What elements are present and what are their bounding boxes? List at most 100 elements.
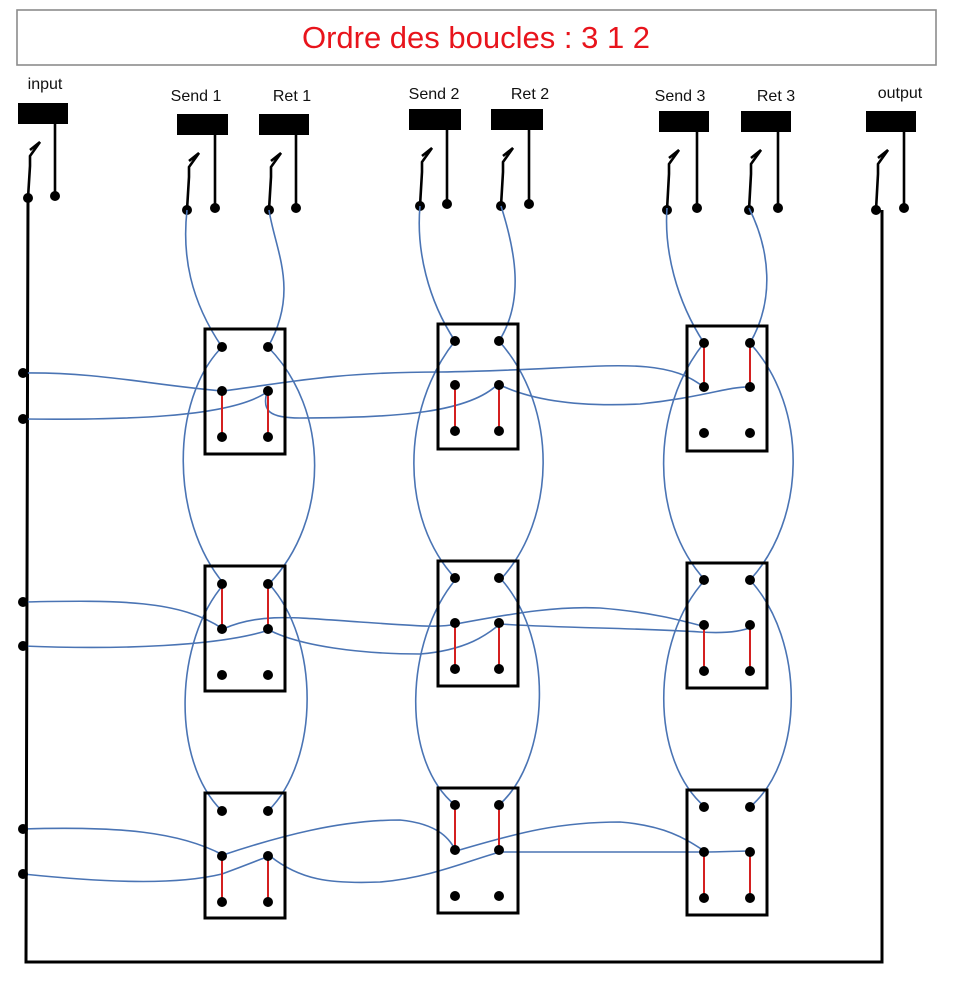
switch-r2-c1-terminal-2r bbox=[263, 624, 273, 634]
label-ret-1: Ret 1 bbox=[273, 88, 311, 105]
input-jack-tip-lead bbox=[26, 140, 42, 199]
ret-2-jack-tip-lead bbox=[499, 146, 515, 207]
output-jack-body bbox=[866, 111, 916, 132]
wire-ret3 bbox=[748, 207, 768, 344]
switch-r1-c2-terminal-2r bbox=[494, 380, 504, 390]
switch-r3-c1 bbox=[203, 791, 287, 920]
send-1-jack-sleeve-terminal bbox=[210, 203, 220, 213]
switch-r1-c1-terminal-3r bbox=[263, 432, 273, 442]
label-ret-3: Ret 3 bbox=[757, 88, 795, 105]
switch-r3-c1-terminal-1r bbox=[263, 806, 273, 816]
switch-r2-c2-terminal-2r bbox=[494, 618, 504, 628]
switch-r2-c1-box bbox=[203, 564, 287, 693]
switch-r1-c2-box bbox=[436, 322, 520, 451]
ret-3-jack-sleeve-terminal bbox=[773, 203, 783, 213]
wire-in-r1-a bbox=[22, 364, 706, 392]
output-jack-sleeve-terminal bbox=[899, 203, 909, 213]
switch-r2-c3-terminal-2l bbox=[699, 620, 709, 630]
label-send-1: Send 1 bbox=[171, 88, 222, 105]
switch-r1-c3-terminal-1r bbox=[745, 338, 755, 348]
wire-c3-r2r3-a bbox=[663, 579, 706, 808]
title-banner: Ordre des boucles : 3 1 2 bbox=[16, 9, 937, 66]
switch-r2-c1-terminal-3l bbox=[217, 670, 227, 680]
switch-r1-c1-box bbox=[203, 327, 287, 456]
switch-r2-c3-terminal-3r bbox=[745, 666, 755, 676]
switch-r1-c3 bbox=[685, 324, 769, 453]
switch-r3-c3-terminal-3r bbox=[745, 893, 755, 903]
switch-r1-c1-terminal-2l bbox=[217, 386, 227, 396]
switch-r1-c2-terminal-3r bbox=[494, 426, 504, 436]
bus-junction-4 bbox=[18, 641, 28, 651]
bus-junction-6 bbox=[18, 869, 28, 879]
switch-r2-c1-terminal-1r bbox=[263, 579, 273, 589]
send-3-jack-sleeve-terminal bbox=[692, 203, 702, 213]
ret-3-jack-tip-lead bbox=[747, 148, 763, 211]
switch-r2-c3-box bbox=[685, 561, 769, 690]
switch-r1-c2-terminal-2l bbox=[450, 380, 460, 390]
wire-send2 bbox=[418, 205, 456, 342]
switch-r2-c2-terminal-3r bbox=[494, 664, 504, 674]
output-jack bbox=[866, 111, 916, 215]
label-ret-2: Ret 2 bbox=[511, 86, 549, 103]
ret-2-jack-sleeve-terminal bbox=[524, 199, 534, 209]
ret-2-jack bbox=[491, 109, 543, 211]
switch-r1-c1-terminal-2r bbox=[263, 386, 273, 396]
switch-r2-c2-terminal-3l bbox=[450, 664, 460, 674]
patch-wires bbox=[22, 205, 794, 884]
label-input: input bbox=[28, 76, 63, 93]
switch-r3-c3-terminal-2r bbox=[745, 847, 755, 857]
bus-junction-2 bbox=[18, 414, 28, 424]
diagram-title: Ordre des boucles : 3 1 2 bbox=[302, 20, 650, 55]
ret-2-jack-body bbox=[491, 109, 543, 130]
switch-r1-c3-terminal-2r bbox=[745, 382, 755, 392]
jack-labels: input Send 1 Ret 1 Send 2 Ret 2 Send 3 R… bbox=[28, 76, 923, 105]
wire-in-r2-b bbox=[22, 623, 753, 655]
switch-r3-c1-terminal-3r bbox=[263, 897, 273, 907]
wire-c3-r1r2-b bbox=[749, 342, 794, 581]
ret-1-jack-tip-lead bbox=[267, 151, 283, 211]
input-jack-sleeve-terminal bbox=[50, 191, 60, 201]
switch-r3-c2-terminal-1r bbox=[494, 800, 504, 810]
switch-r2-c1-terminal-3r bbox=[263, 670, 273, 680]
switch-r2-c2-terminal-2l bbox=[450, 618, 460, 628]
switch-r2-c2-terminal-1l bbox=[450, 573, 460, 583]
input-jack-body bbox=[18, 103, 68, 124]
switch-r3-c3-box bbox=[685, 788, 769, 917]
switch-r2-c3-terminal-1r bbox=[745, 575, 755, 585]
switch-grid bbox=[203, 322, 769, 920]
switch-r2-c3 bbox=[685, 561, 769, 690]
switch-r1-c2-terminal-3l bbox=[450, 426, 460, 436]
send-1-jack bbox=[177, 114, 228, 215]
switch-r3-c3-terminal-1l bbox=[699, 802, 709, 812]
switch-r2-c3-terminal-1l bbox=[699, 575, 709, 585]
ret-3-jack-body bbox=[741, 111, 791, 132]
switch-r1-c3-terminal-3l bbox=[699, 428, 709, 438]
switch-r3-c2-terminal-1l bbox=[450, 800, 460, 810]
switch-r1-c1-terminal-1r bbox=[263, 342, 273, 352]
wire-c2-r1r2-a bbox=[413, 340, 457, 580]
wire-in-r3-b bbox=[22, 850, 753, 884]
switch-r1-c3-box bbox=[685, 324, 769, 453]
send-2-jack-tip-lead bbox=[418, 146, 434, 207]
wire-in-r1-b bbox=[22, 383, 751, 420]
input-jack bbox=[18, 103, 68, 203]
bus-junctions bbox=[18, 368, 28, 879]
switch-r3-c1-terminal-1l bbox=[217, 806, 227, 816]
input-bus-wire bbox=[24, 197, 884, 964]
send-1-jack-tip-lead bbox=[185, 151, 201, 211]
bus-junction-5 bbox=[18, 824, 28, 834]
wire-ret1 bbox=[267, 209, 285, 348]
switch-r2-c2-box bbox=[436, 559, 520, 688]
ret-1-jack-sleeve-terminal bbox=[291, 203, 301, 213]
switch-r1-c3-terminal-2l bbox=[699, 382, 709, 392]
send-3-jack-tip-lead bbox=[665, 148, 681, 211]
switch-r3-c3-terminal-3l bbox=[699, 893, 709, 903]
switch-r3-c3-terminal-1r bbox=[745, 802, 755, 812]
switch-r1-c2-terminal-1r bbox=[494, 336, 504, 346]
switch-r3-c2-terminal-3r bbox=[494, 891, 504, 901]
send-2-jack bbox=[409, 109, 461, 211]
switch-r3-c1-terminal-2r bbox=[263, 851, 273, 861]
switch-r1-c1-terminal-1l bbox=[217, 342, 227, 352]
switch-r3-c2-box bbox=[436, 786, 520, 915]
